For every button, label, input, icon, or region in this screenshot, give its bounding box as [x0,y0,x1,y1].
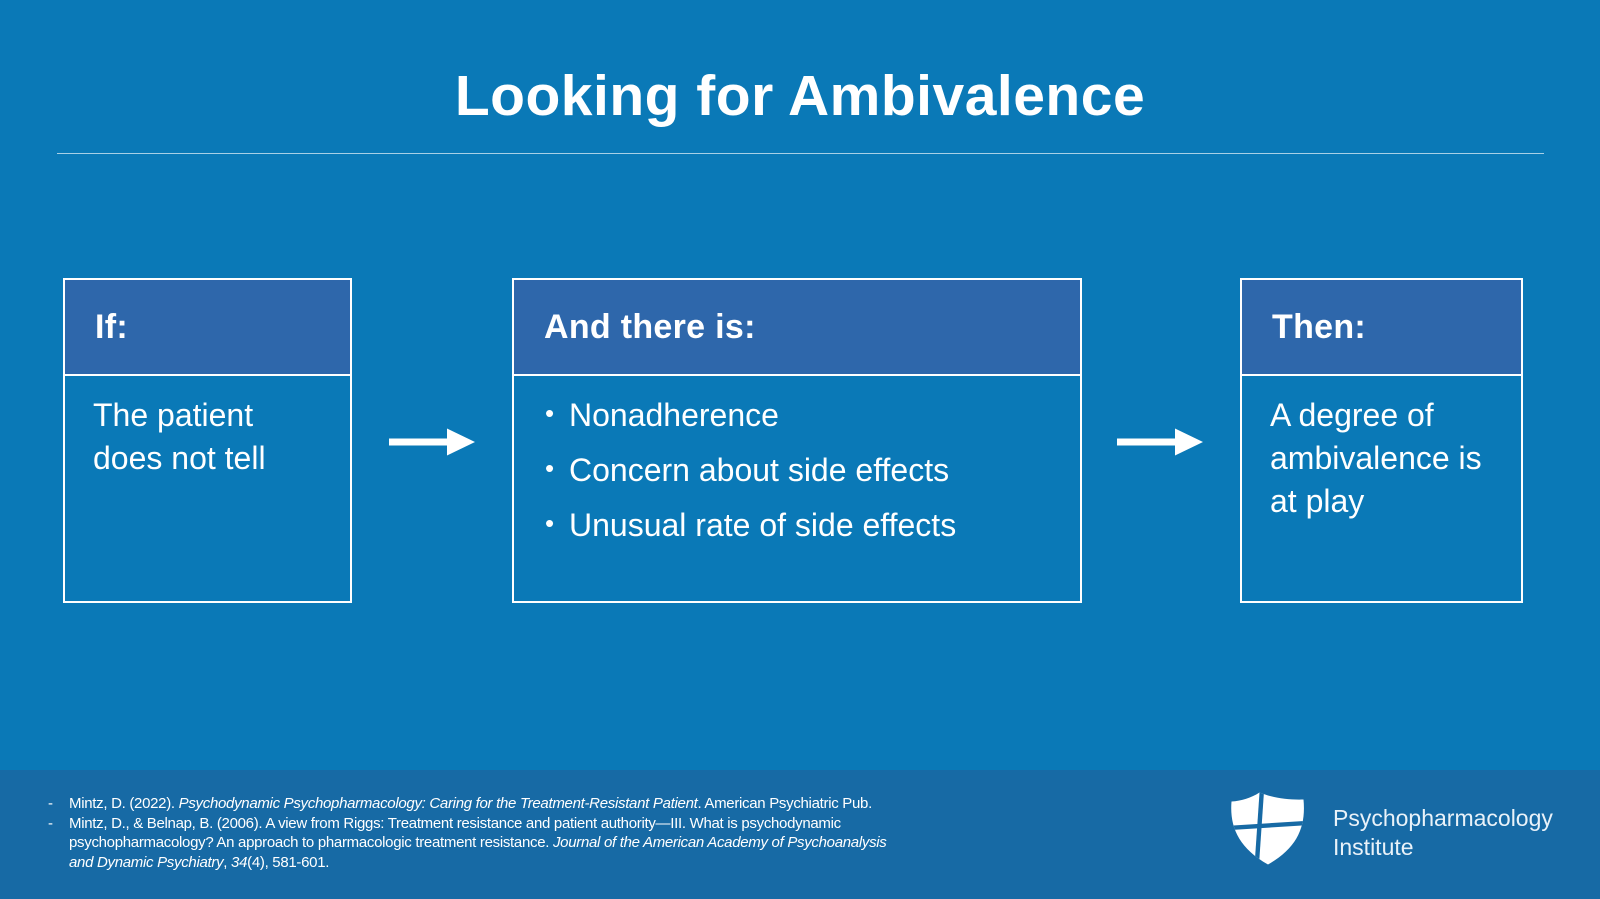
references-list: -Mintz, D. (2022). Psychodynamic Psychop… [48,794,911,872]
reference-dash: - [48,795,53,812]
footer-bar: -Mintz, D. (2022). Psychodynamic Psychop… [0,770,1600,899]
brand-name-line2: Institute [1333,834,1414,860]
bullet-item: Unusual rate of side effects [545,502,1052,547]
box-if-header: If: [65,280,350,376]
right-arrow-icon [389,428,475,456]
bullet-item: Concern about side effects [545,447,1052,492]
box-if: If: The patient does not tell [63,278,352,603]
box-and-there-is: And there is: NonadherenceConcern about … [512,278,1082,603]
box-then-body: A degree of ambivalence is at play [1270,397,1482,519]
right-arrow-icon [1117,428,1203,456]
bullet-item: Nonadherence [545,392,1052,437]
box-then-header: Then: [1242,280,1521,376]
box-then: Then: A degree of ambivalence is at play [1240,278,1523,603]
box-and-there-is-body: NonadherenceConcern about side effectsUn… [514,376,1080,577]
brand-name: Psychopharmacology Institute [1333,804,1553,862]
slide-title: Looking for Ambivalence [454,64,1146,128]
reference-item: -Mintz, D. (2022). Psychodynamic Psychop… [48,795,872,812]
box-and-there-is-header: And there is: [514,280,1080,376]
shield-cross-icon [1231,792,1304,865]
reference-item: -Mintz, D., & Belnap, B. (2006). A view … [48,814,887,871]
reference-dash: - [48,814,53,832]
brand-name-line1: Psychopharmacology [1333,805,1553,831]
and-there-is-list: NonadherenceConcern about side effectsUn… [542,392,1052,547]
box-if-body: The patient does not tell [93,397,266,476]
title-divider [57,153,1544,154]
